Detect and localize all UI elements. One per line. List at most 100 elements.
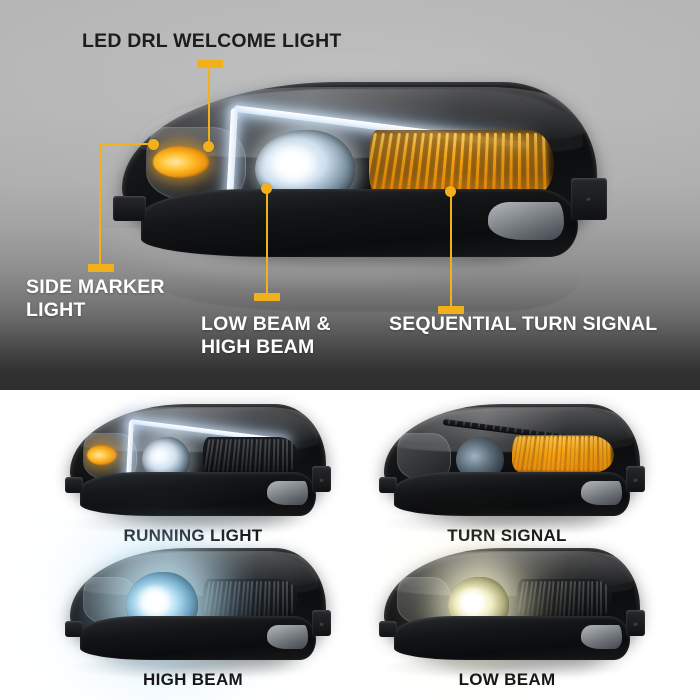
callout-label-sequential-turn-signal: SEQUENTIAL TURN SIGNAL	[389, 313, 658, 335]
reflector-fin	[469, 423, 473, 429]
reflector-fin	[604, 581, 607, 617]
reflector-fin	[258, 439, 263, 473]
reflector-fin	[258, 581, 263, 617]
reflector-fin	[454, 421, 458, 427]
hero-panel: LED DRL WELCOME LIGHT SIDE MARKER LIGHT …	[0, 0, 700, 390]
callout-tab-led-drl-welcome-light	[197, 60, 223, 68]
mounting-tab-left	[112, 195, 146, 222]
side-marker-lens	[396, 432, 451, 480]
variant-cell-running-light: RUNNING LIGHT	[38, 398, 348, 548]
callout-tab-side-marker-light	[88, 264, 114, 272]
mounting-tab-left	[64, 476, 83, 494]
reflector-fin	[290, 581, 293, 617]
reflector-fin	[498, 426, 502, 433]
reflector-fin	[513, 428, 517, 435]
callout-label-low-beam-high-beam: LOW BEAM & HIGH BEAM	[201, 313, 331, 358]
callout-tab-low-high-beam	[254, 293, 280, 301]
headlight-low-beam	[378, 548, 646, 661]
callout-line-side-marker-vertical	[99, 143, 101, 267]
reflector-fin	[276, 581, 280, 617]
reflector-fin	[276, 439, 280, 473]
reflector-fin	[600, 581, 603, 616]
reflector-fin	[577, 581, 581, 617]
corner-clear-lens	[267, 481, 309, 506]
mounting-hole	[586, 195, 592, 201]
reflector-fin	[249, 439, 254, 473]
mounting-tab-left	[378, 476, 397, 494]
mounting-tab-left	[64, 620, 83, 638]
turn-signal-strip-off	[203, 437, 298, 475]
callout-label-side-marker-light: SIDE MARKER LIGHT	[26, 276, 165, 321]
sequential-turn-signal-strip	[512, 434, 615, 474]
headlight-high-beam	[64, 548, 332, 661]
mounting-hole	[633, 620, 638, 626]
reflector-fin	[506, 427, 510, 434]
callout-dot-low-high-beam	[261, 183, 272, 194]
side-marker-glow	[152, 146, 210, 179]
headlight-running-light	[64, 404, 332, 517]
variant-caption-low-beam: LOW BEAM	[458, 670, 556, 689]
reflector-fin	[286, 439, 289, 473]
reflector-fin	[461, 422, 466, 428]
reflector-fin	[253, 439, 258, 473]
variant-caption-running-light: RUNNING LIGHT	[123, 526, 263, 545]
variant-caption-high-beam: HIGH BEAM	[143, 670, 243, 689]
variant-caption-turn-signal: TURN SIGNAL	[447, 526, 567, 545]
turn-signal-strip-off	[203, 578, 298, 619]
mounting-tab-right	[311, 609, 332, 636]
mounting-tab-right	[570, 178, 607, 220]
reflector-fin	[272, 439, 276, 473]
sequential-turn-signal-strip	[369, 130, 555, 196]
mounting-tab-right	[311, 465, 332, 492]
callout-tab-sequential-turn-signal	[438, 306, 464, 314]
corner-clear-lens	[581, 625, 623, 650]
reflector-fin	[267, 581, 271, 617]
mounting-hole	[319, 620, 324, 626]
mounting-tab-left	[378, 620, 397, 638]
headlight-turn-signal	[378, 404, 646, 517]
side-marker-lens	[396, 576, 451, 624]
callout-dot-led-drl-welcome-light	[203, 141, 214, 152]
mounting-tab-right	[625, 609, 646, 636]
headlight-reflection	[140, 250, 580, 312]
mounting-tab-right	[625, 465, 646, 492]
reflector-fin	[272, 581, 276, 617]
corner-clear-lens	[267, 625, 309, 650]
headlight-hero-image	[112, 82, 607, 258]
callout-line-low-high-beam	[266, 192, 268, 296]
callout-line-led-drl-welcome-light	[208, 68, 210, 146]
reflector-fin	[586, 581, 590, 617]
reflector-fin	[281, 439, 284, 473]
callout-dot-side-marker-light	[148, 139, 159, 150]
reflector-fin	[581, 581, 585, 617]
callout-line-side-marker-horizontal	[99, 143, 151, 145]
turn-signal-spill	[512, 460, 615, 474]
mounting-hole	[319, 476, 324, 482]
side-marker-glow	[86, 445, 117, 466]
variant-grid: RUNNING LIGHT TU	[0, 390, 700, 700]
corner-clear-lens	[581, 481, 623, 506]
reflector-fin	[286, 581, 289, 616]
callout-dot-sequential-turn-signal	[445, 186, 456, 197]
reflector-fin	[263, 581, 267, 617]
reflector-fin	[590, 581, 594, 617]
reflector-fin	[263, 439, 267, 473]
reflector-fin	[249, 581, 254, 617]
variant-cell-turn-signal: TURN SIGNAL	[352, 398, 662, 548]
reflector-fin	[267, 439, 271, 473]
reflector-fin	[281, 581, 284, 617]
reflector-fin	[483, 424, 488, 431]
reflector-fin	[595, 581, 598, 617]
reflector-fin	[290, 439, 293, 473]
turn-signal-strip-off	[517, 578, 612, 619]
reflector-fin	[476, 424, 480, 430]
corner-clear-lens	[487, 202, 564, 241]
reflector-fin	[446, 420, 451, 426]
variant-cell-low-beam: LOW BEAM	[352, 542, 662, 692]
callout-line-sequential-turn-signal	[450, 195, 452, 310]
reflector-fin	[572, 581, 577, 617]
callout-label-led-drl-welcome-light: LED DRL WELCOME LIGHT	[82, 30, 342, 52]
variant-cell-high-beam: HIGH BEAM	[38, 542, 348, 692]
reflector-fin	[491, 425, 495, 432]
